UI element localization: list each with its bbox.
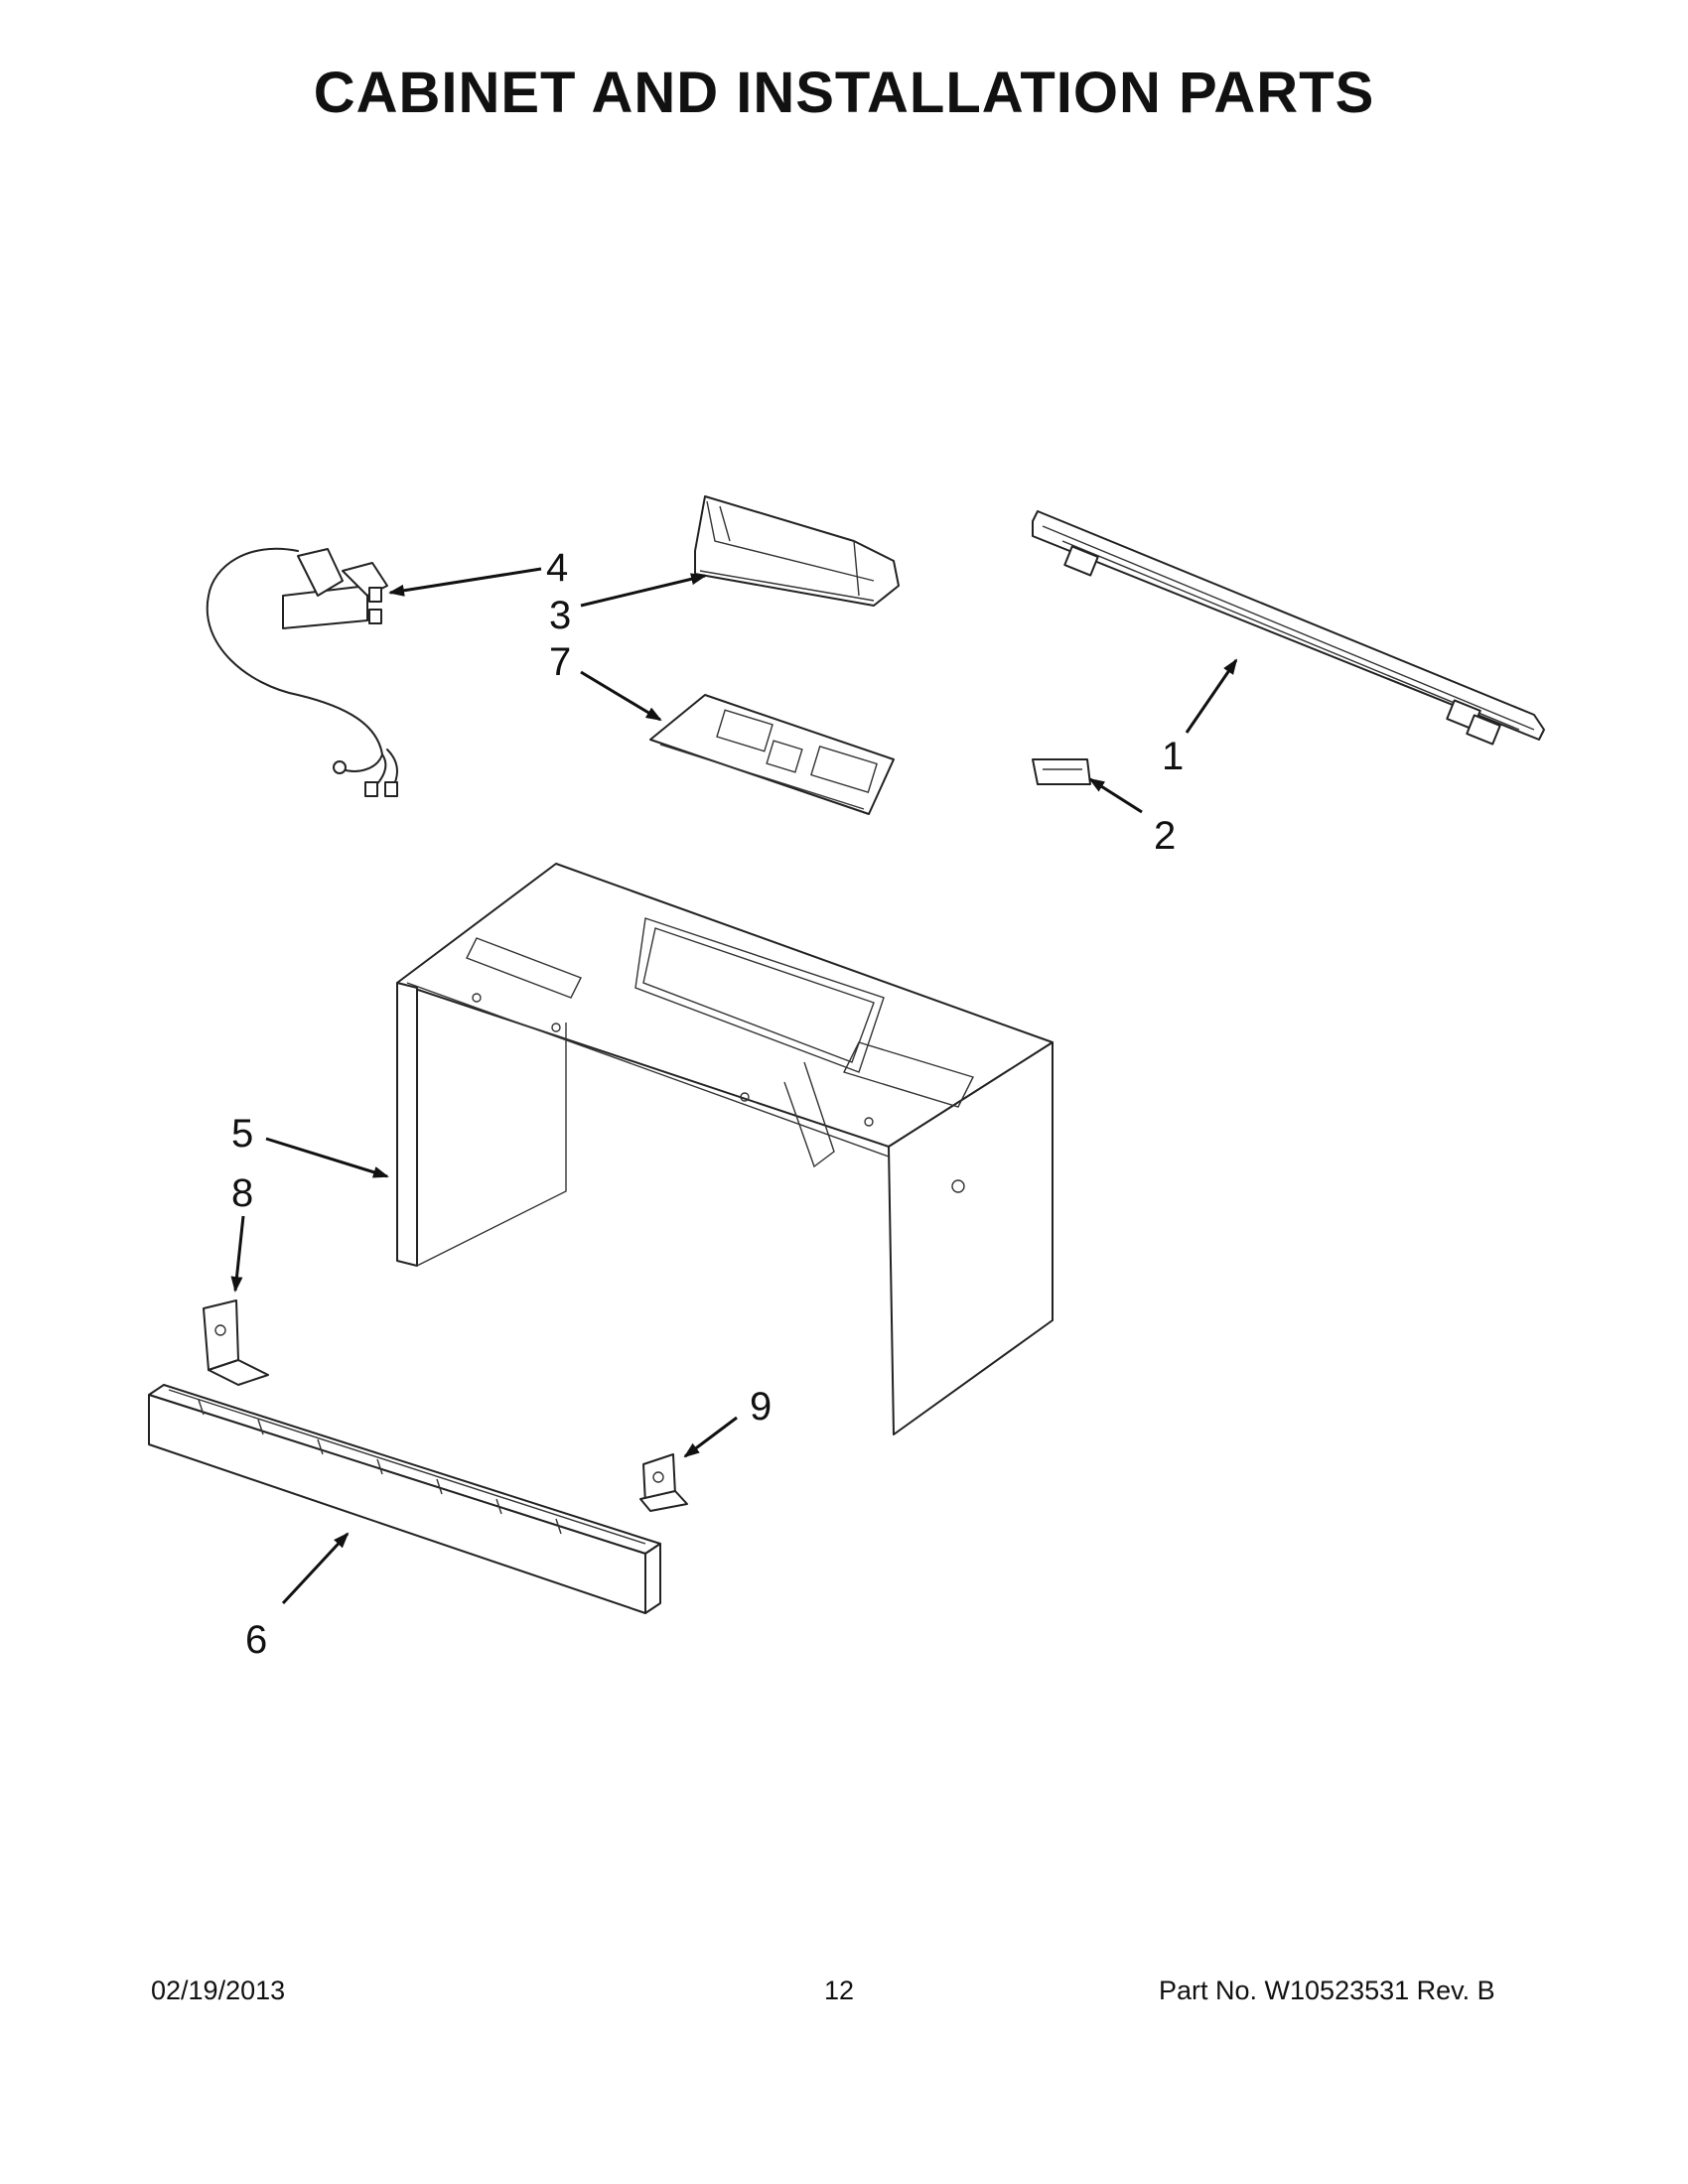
callout-arrows bbox=[230, 567, 1238, 1605]
power-cord-part bbox=[206, 547, 398, 797]
callout-2: 2 bbox=[1154, 814, 1176, 858]
footer-part-number: Part No. W10523531 Rev. B bbox=[1159, 1976, 1495, 2005]
arrow-8 bbox=[230, 1215, 245, 1293]
arrow-6 bbox=[281, 1532, 350, 1605]
callout-9: 9 bbox=[750, 1385, 772, 1429]
clip-part bbox=[1032, 758, 1091, 785]
mounting-plate-part bbox=[649, 694, 895, 815]
arrow-3 bbox=[580, 573, 707, 608]
arrow-5 bbox=[265, 1137, 389, 1178]
callout-4: 4 bbox=[546, 546, 568, 590]
callout-5: 5 bbox=[231, 1112, 253, 1156]
callout-8: 8 bbox=[231, 1171, 253, 1215]
mounting-rail-part bbox=[1032, 510, 1545, 746]
cabinet-part bbox=[396, 863, 1054, 1435]
callout-1: 1 bbox=[1162, 735, 1184, 778]
arrow-7 bbox=[580, 670, 662, 722]
left-bracket-part bbox=[203, 1299, 269, 1386]
callout-6: 6 bbox=[245, 1618, 267, 1662]
right-bracket-part bbox=[639, 1453, 688, 1512]
footer-date: 02/19/2013 bbox=[151, 1976, 286, 2005]
arrow-1 bbox=[1185, 658, 1238, 734]
arrow-9 bbox=[683, 1416, 738, 1458]
callout-3: 3 bbox=[549, 594, 571, 637]
page-title: CABINET AND INSTALLATION PARTS bbox=[313, 61, 1375, 125]
footer-page-number: 12 bbox=[824, 1976, 855, 2005]
arrow-4 bbox=[388, 567, 542, 597]
callout-7: 7 bbox=[549, 640, 571, 684]
vent-duct-part bbox=[694, 495, 900, 607]
arrow-2 bbox=[1088, 777, 1143, 814]
bottom-trim-part bbox=[148, 1384, 661, 1614]
